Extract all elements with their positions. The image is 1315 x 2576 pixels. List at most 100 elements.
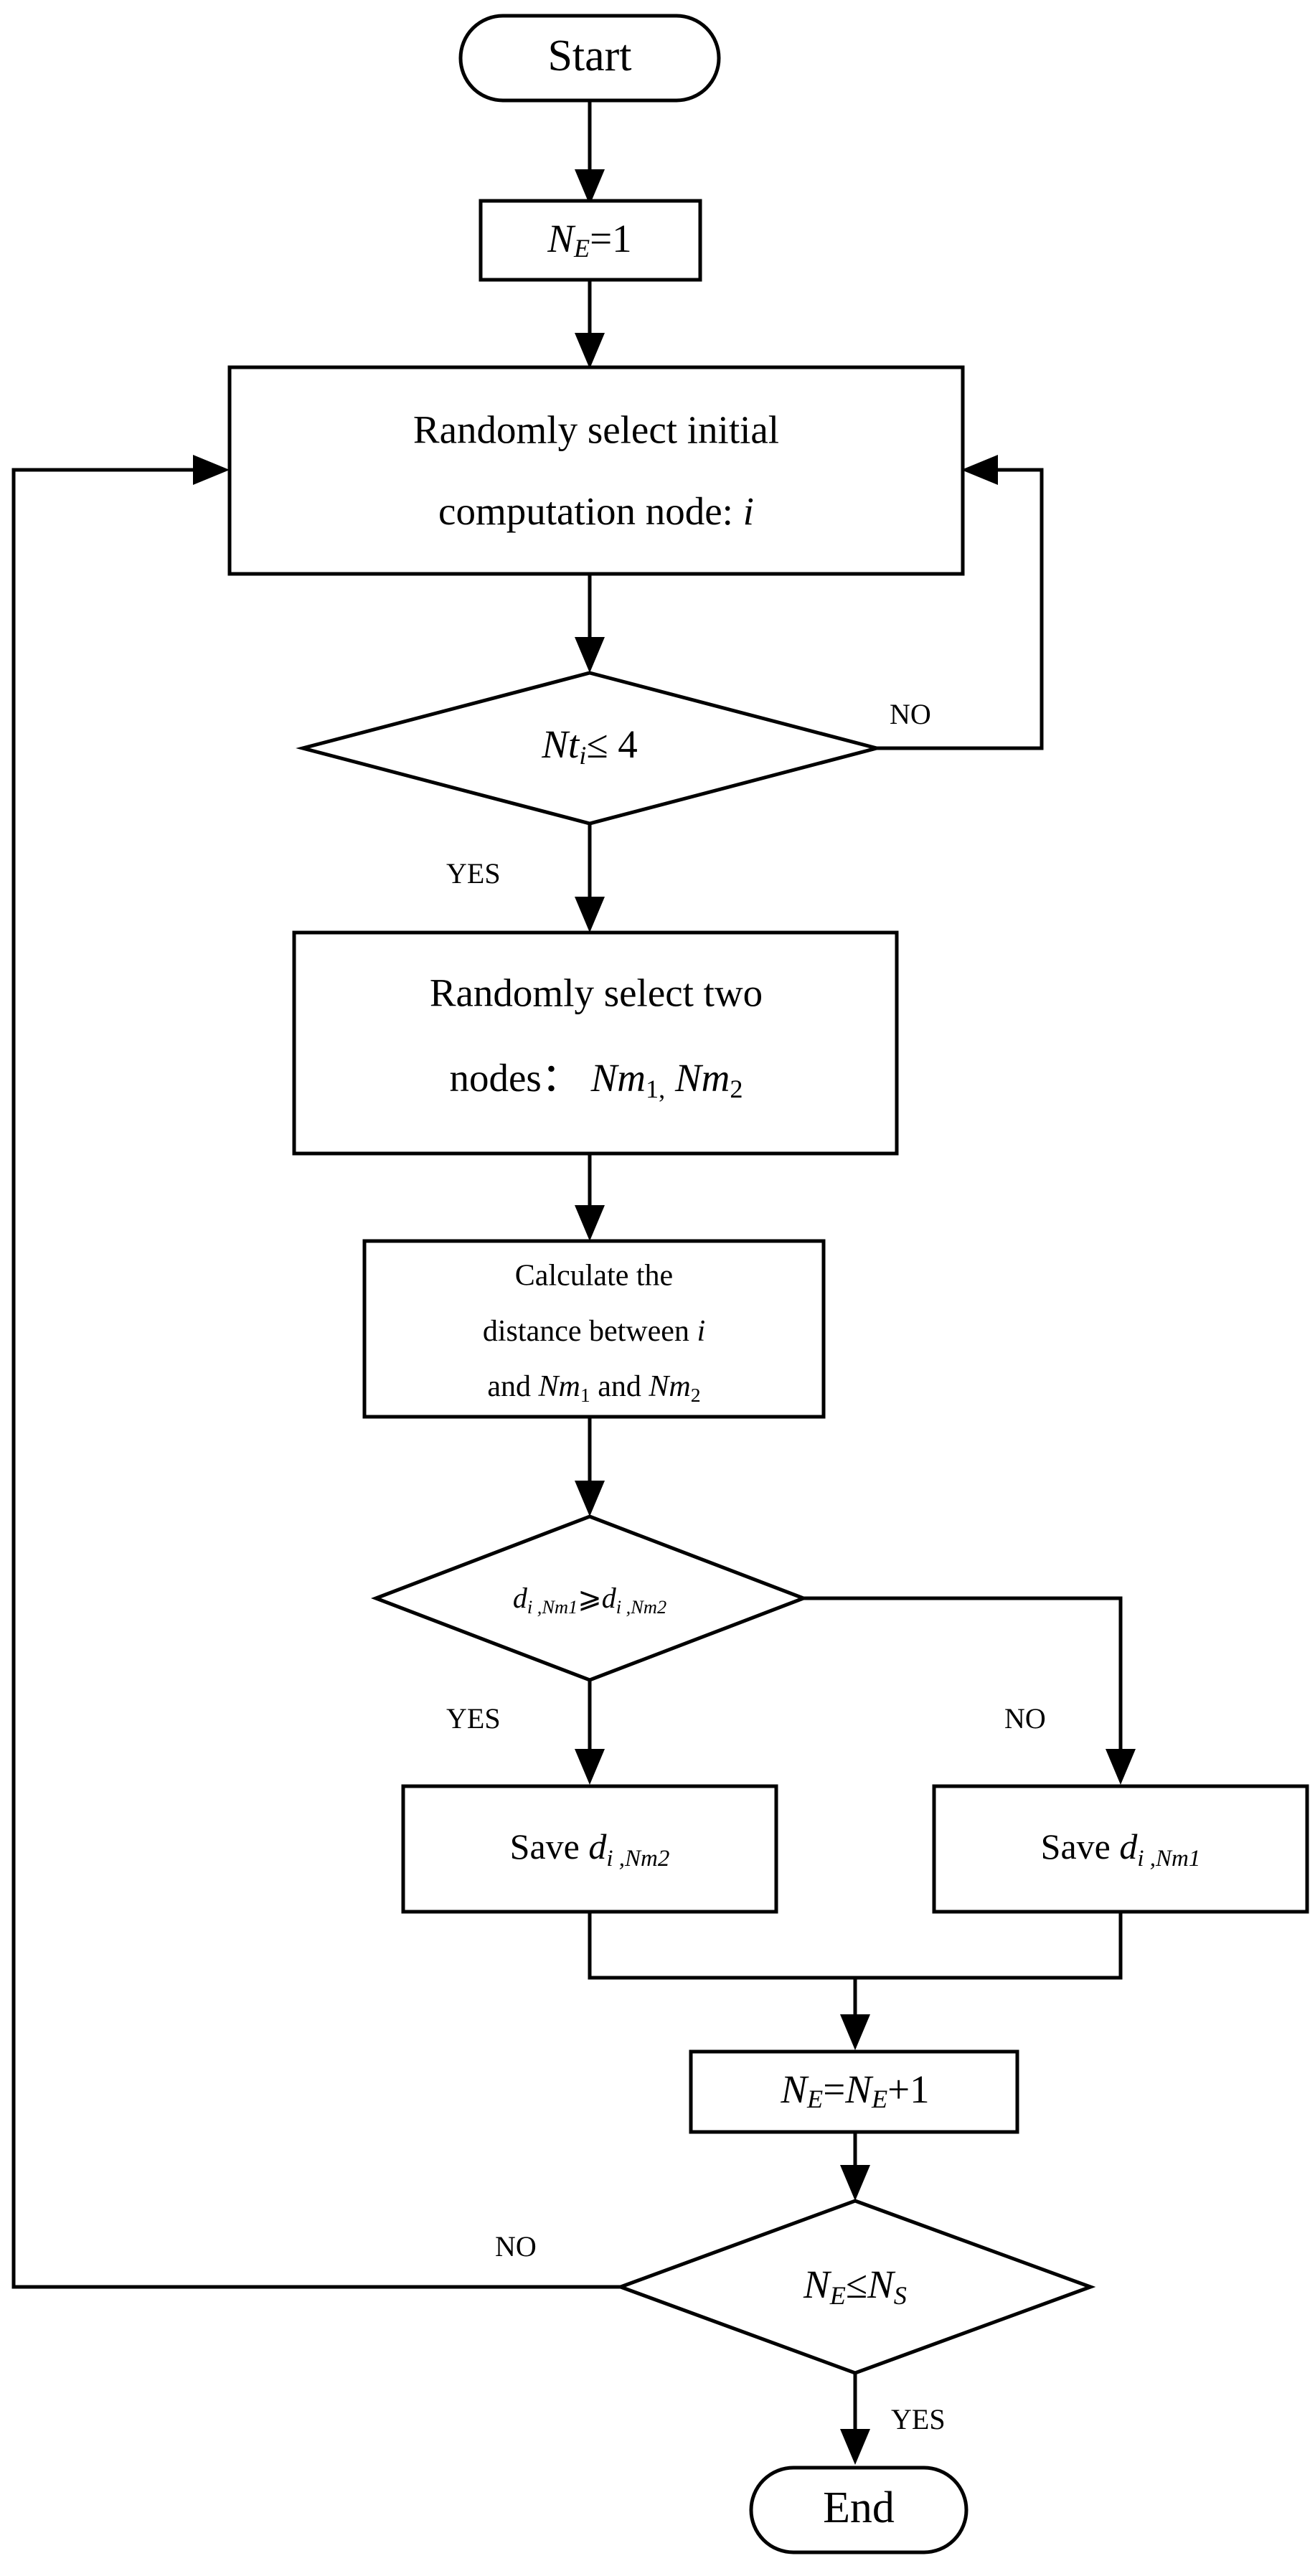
calculate-distance-line3-mid: and <box>590 1370 649 1403</box>
save-nm1-label: Save di ,Nm1 <box>1041 1826 1201 1871</box>
save-nm2-sub: i ,Nm2 <box>606 1846 669 1872</box>
decision-ne-label: NE≤NS <box>803 2263 907 2311</box>
node-decision-nt[interactable]: Nti≤ 4 <box>296 671 884 826</box>
decision-nt-var: Nt <box>541 722 580 766</box>
end-terminator-shape <box>749 2466 968 2554</box>
increment-counter-b-sub: E <box>871 2085 887 2113</box>
decision-distance-label: di ,Nm1⩾di ,Nm2 <box>513 1582 666 1618</box>
edge-decision-nt-yes <box>575 824 605 933</box>
edge-label-ne-no: NO <box>495 2230 537 2263</box>
increment-counter-a-var: N <box>780 2067 809 2111</box>
node-select-two-nodes[interactable]: Randomly select two nodes： Nm1, Nm2 <box>292 930 899 1156</box>
select-two-nodes-line2: nodes： Nm1, Nm2 <box>449 1056 743 1104</box>
increment-counter-label: NE=NE+1 <box>780 2067 929 2114</box>
end-label: End <box>823 2483 895 2532</box>
save-nm2-label: Save di ,Nm2 <box>510 1826 670 1871</box>
init-counter-var: N <box>547 217 576 260</box>
edge-decision-dist-yes <box>575 1680 605 1785</box>
select-two-nodes-b: Nm <box>665 1056 730 1100</box>
init-counter-suffix: =1 <box>590 217 632 260</box>
start-label: Start <box>547 32 631 80</box>
save-nm1-prefix: Save <box>1041 1826 1120 1867</box>
node-decision-distance[interactable]: di ,Nm1⩾di ,Nm2 <box>371 1514 809 1682</box>
node-increment-counter[interactable]: NE=NE+1 <box>689 2049 1019 2134</box>
calculate-distance-line2-italic: i <box>697 1315 705 1348</box>
edge-two-nodes-to-calculate <box>575 1153 605 1241</box>
increment-counter-plus: +1 <box>887 2067 930 2111</box>
select-two-nodes-shape <box>292 930 899 1156</box>
decision-ne-left-var: N <box>803 2263 832 2306</box>
save-nm1-shape <box>932 1784 1309 1914</box>
init-counter-sub: E <box>573 234 590 263</box>
decision-ne-left-sub: E <box>829 2281 846 2310</box>
select-initial-node-line1: Randomly select initial <box>413 408 779 452</box>
select-two-nodes-line2-prefix: nodes： <box>449 1056 590 1100</box>
start-terminator-shape <box>458 14 721 103</box>
calculate-distance-line2-prefix: distance between <box>483 1315 697 1348</box>
increment-counter-eq: = <box>823 2067 845 2111</box>
node-decision-ne[interactable]: NE≤NS <box>615 2199 1096 2375</box>
edge-label-nt-yes: YES <box>446 857 501 890</box>
edge-increment-to-decision-ne <box>840 2132 870 2201</box>
connector-layer <box>11 100 1136 2465</box>
edge-start-to-init <box>575 100 605 205</box>
decision-ne-right-var: N <box>867 2263 896 2306</box>
decision-ne-operator: ≤ <box>846 2263 867 2306</box>
decision-distance-operator: ⩾ <box>578 1582 602 1614</box>
calculate-distance-line3-b-sub: 2 <box>691 1384 701 1406</box>
increment-counter-a-sub: E <box>806 2085 823 2113</box>
edge-decision-dist-no <box>803 1596 1136 1785</box>
select-two-nodes-b-sub: 2 <box>730 1075 743 1103</box>
save-nm2-shape <box>401 1784 778 1914</box>
select-two-nodes-line1: Randomly select two <box>430 971 763 1015</box>
edge-label-layer: NO YES YES NO NO YES <box>446 698 1046 2435</box>
save-nm2-var: d <box>588 1826 607 1867</box>
decision-nt-shape <box>296 671 884 826</box>
node-init-counter[interactable]: NE=1 <box>479 199 702 282</box>
edge-label-dist-no: NO <box>1004 1702 1046 1735</box>
calculate-distance-shape <box>362 1239 826 1419</box>
node-save-nm1[interactable]: Save di ,Nm1 <box>932 1784 1309 1914</box>
calculate-distance-line3: and Nm1 and Nm2 <box>487 1370 700 1407</box>
select-two-nodes-a-sub: 1, <box>646 1075 665 1103</box>
edge-decision-nt-no-loop <box>877 455 1044 750</box>
calculate-distance-line2: distance between i <box>483 1315 705 1348</box>
edge-label-ne-yes: YES <box>891 2403 946 2435</box>
select-initial-node-shape <box>227 365 965 576</box>
edge-select-to-decision-nt <box>575 574 605 673</box>
decision-ne-right-sub: S <box>894 2281 907 2310</box>
edge-label-nt-no: NO <box>890 698 931 730</box>
calculate-distance-line3-b: Nm <box>648 1370 690 1403</box>
select-two-nodes-a: Nm <box>590 1056 646 1100</box>
save-nm1-var: d <box>1119 1826 1138 1867</box>
edge-decision-ne-yes <box>840 2373 870 2465</box>
decision-distance-left-sub: i ,Nm1 <box>527 1596 578 1618</box>
increment-counter-b-var: N <box>844 2067 874 2111</box>
decision-distance-right-sub: i ,Nm2 <box>616 1596 666 1618</box>
edge-decision-ne-no-loop <box>11 455 621 2289</box>
decision-distance-right-var: d <box>602 1582 617 1614</box>
decision-nt-sub: i <box>579 741 586 770</box>
calculate-distance-line3-a-sub: 1 <box>580 1384 590 1406</box>
edge-init-to-select <box>575 280 605 369</box>
node-start[interactable]: Start <box>458 14 721 103</box>
edge-label-dist-yes: YES <box>446 1702 501 1735</box>
node-select-initial-node[interactable]: Randomly select initial computation node… <box>227 365 965 576</box>
node-save-nm2[interactable]: Save di ,Nm2 <box>401 1784 778 1914</box>
node-end[interactable]: End <box>749 2466 968 2554</box>
edge-saves-merge-to-increment <box>588 1910 1123 2050</box>
decision-nt-suffix: ≤ 4 <box>586 722 637 766</box>
decision-ne-shape <box>615 2199 1096 2375</box>
calculate-distance-line3-prefix: and <box>487 1370 538 1403</box>
decision-nt-label: Nti≤ 4 <box>541 722 638 770</box>
decision-distance-left-var: d <box>513 1582 528 1614</box>
calculate-distance-line1: Calculate the <box>515 1260 673 1293</box>
node-calculate-distance[interactable]: Calculate the distance between i and Nm 1… <box>362 1239 826 1419</box>
select-initial-node-line2-prefix: computation node: <box>438 489 743 533</box>
select-initial-node-line2: computation node: i <box>438 489 754 533</box>
increment-counter-shape <box>689 2049 1019 2134</box>
save-nm1-sub: i ,Nm1 <box>1137 1846 1200 1872</box>
edge-calculate-to-decision-dist <box>575 1417 605 1516</box>
